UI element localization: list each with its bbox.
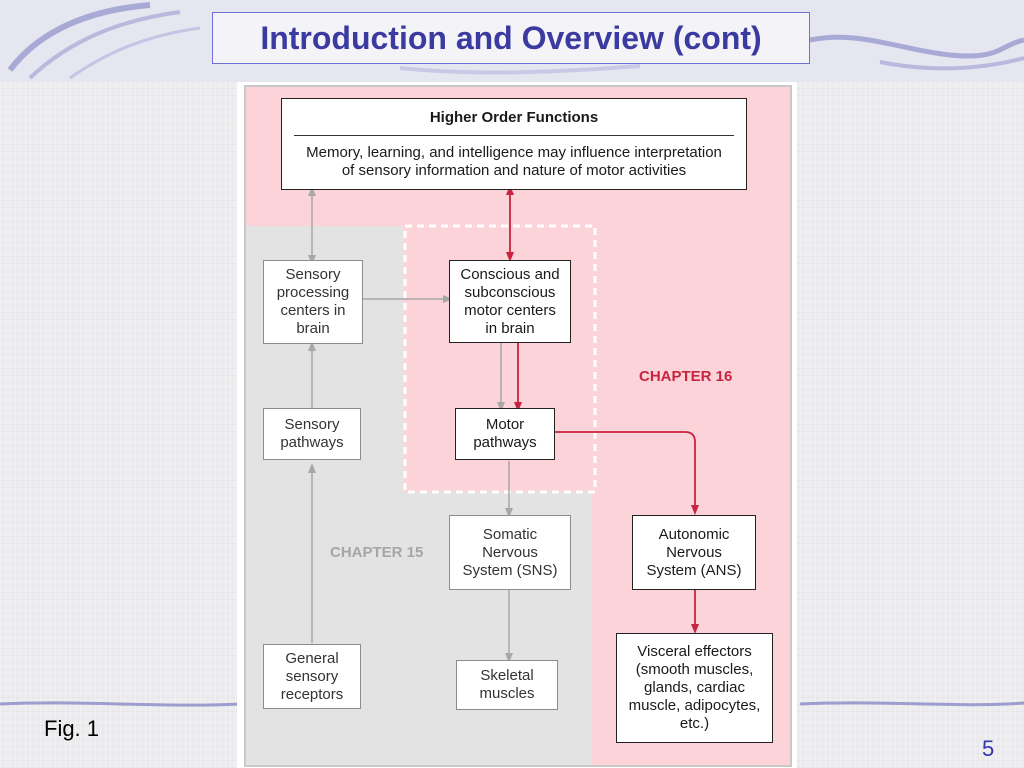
higher-order-divider: [294, 134, 734, 136]
motor-pathways-line: Motor: [485, 416, 525, 433]
sns-line: System (SNS): [462, 561, 558, 579]
sns-line: Somatic: [482, 525, 538, 543]
sensory-processing-line: processing: [276, 284, 350, 301]
skeletal-line: Skeletal: [480, 667, 534, 684]
sensory-pathways-line: Sensory: [284, 416, 340, 433]
motor-pathways-line: pathways: [473, 434, 537, 451]
autonomic-nervous-system-box: Autonomic Nervous System (ANS): [632, 515, 756, 590]
chapter16-label: CHAPTER 16: [639, 368, 733, 385]
figure-label: Fig. 1: [44, 716, 100, 741]
nervous-system-diagram: Higher Order Functions Memory, learning,…: [237, 82, 797, 768]
somatic-nervous-system-box: Somatic Nervous System (SNS): [449, 515, 571, 590]
top-decorative-band: [0, 0, 1024, 82]
sensory-pathways-box: Sensory pathways: [263, 408, 361, 460]
ans-line: Nervous: [666, 543, 722, 561]
sensory-processing-line: centers in: [280, 302, 346, 319]
higher-order-line2: of sensory information and nature of mot…: [341, 161, 687, 179]
arrow-pathways-to-ans: [554, 431, 699, 515]
sensory-processing-box: Sensory processing centers in brain: [263, 260, 363, 344]
receptors-line: General: [285, 649, 339, 667]
receptors-line: receptors: [280, 685, 344, 703]
motor-centers-line: subconscious: [464, 283, 556, 301]
general-sensory-receptors-box: General sensory receptors: [263, 644, 361, 709]
motor-pathways-box: Motor pathways: [455, 408, 555, 460]
bottom-decorative-band: [0, 697, 1024, 709]
visceral-line: etc.): [679, 715, 710, 732]
higher-order-functions-box: Higher Order Functions Memory, learning,…: [281, 98, 747, 190]
higher-order-line1: Memory, learning, and intelligence may i…: [306, 143, 722, 161]
sensory-processing-line: Sensory: [285, 266, 341, 283]
higher-order-title: Higher Order Functions: [429, 108, 599, 126]
visceral-line: (smooth muscles,: [635, 661, 754, 678]
skeletal-line: muscles: [479, 685, 535, 702]
receptors-line: sensory: [285, 667, 339, 685]
motor-centers-line: Conscious and: [460, 265, 560, 283]
page-number: 5: [982, 736, 995, 761]
ans-line: Autonomic: [658, 525, 730, 543]
visceral-line: Visceral effectors: [637, 643, 752, 660]
chapter15-region: [246, 226, 592, 765]
sns-line: Nervous: [482, 543, 538, 561]
motor-centers-line: in brain: [485, 319, 535, 337]
visceral-line: glands, cardiac: [644, 679, 745, 696]
slide-title: Introduction and Overview (cont): [212, 12, 810, 64]
swirl-decoration: [7, 2, 1024, 80]
visceral-effectors-box: Visceral effectors (smooth muscles, glan…: [616, 633, 773, 743]
motor-centers-line: motor centers: [464, 301, 556, 319]
visceral-line: muscle, adipocytes,: [628, 697, 761, 714]
motor-centers-box: Conscious and subconscious motor centers…: [449, 260, 571, 343]
sensory-pathways-line: pathways: [280, 434, 344, 451]
chapter15-label: CHAPTER 15: [330, 544, 424, 561]
sensory-processing-line: brain: [296, 320, 330, 337]
skeletal-muscles-box: Skeletal muscles: [456, 660, 558, 710]
ans-line: System (ANS): [646, 561, 742, 579]
